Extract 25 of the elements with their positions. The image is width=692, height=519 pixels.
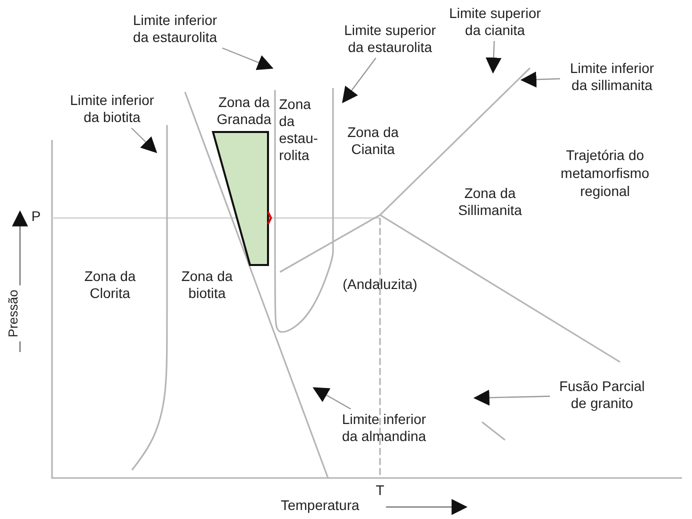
- zone-label: Zona da biotita: [180, 268, 234, 302]
- zone-label: Zona da Granada: [216, 94, 272, 128]
- note-text: Trajetória do metamorfismo regional: [560, 146, 650, 200]
- leader-arrow: [342, 58, 376, 104]
- axis-title: Temperatura: [280, 497, 360, 514]
- leader-arrow: [312, 387, 352, 410]
- boundary-label: Limite inferior da biotita: [62, 92, 162, 126]
- boundary-label: Limite inferior da almandina: [334, 411, 434, 445]
- boundary-label: Limite superior da cianita: [445, 5, 545, 39]
- boundary-label: Fusão Parcial de granito: [552, 378, 652, 412]
- leader-arrow: [222, 47, 274, 70]
- leader-arrow: [473, 390, 550, 406]
- zone-label: Zona da Sillimanita: [457, 185, 523, 219]
- zone-label: Zona da Clorita: [83, 268, 137, 302]
- zone-label: (Andaluzita): [342, 276, 418, 293]
- boundary-label: Limite inferior da estaurolita: [125, 12, 225, 46]
- boundary-label: Limite inferior da sillimanita: [562, 60, 662, 94]
- boundary-label: Limite superior da estaurolita: [340, 22, 440, 56]
- axis-label: P: [30, 208, 42, 225]
- zone-label: Zona da Cianita: [346, 124, 400, 158]
- zone-label: Zona da estau- rolita: [279, 96, 319, 164]
- axis-label: T: [374, 482, 386, 499]
- leader-arrow: [486, 40, 502, 74]
- leader-arrow: [520, 72, 560, 88]
- leader-arrow: [131, 128, 158, 154]
